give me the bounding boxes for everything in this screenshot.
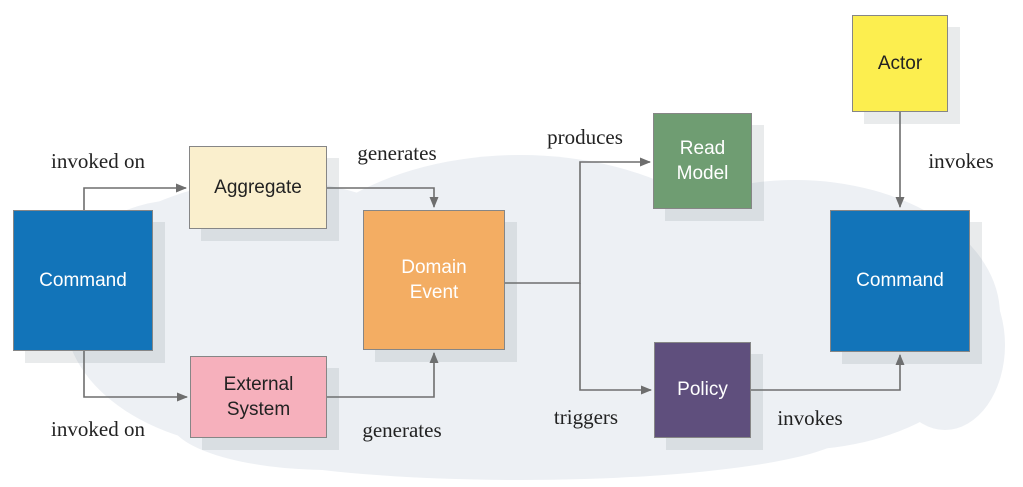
node-policy: Policy xyxy=(654,342,751,438)
edge-domain-event-to-policy xyxy=(579,283,652,395)
node-actor: Actor xyxy=(852,15,948,112)
edge-external-system-to-domain-event xyxy=(327,352,439,398)
node-external-system: External System xyxy=(190,356,327,438)
node-command-right-label: Command xyxy=(856,270,944,292)
edge-label-generates-bottom: generates xyxy=(362,418,442,442)
edge-label-invoked-on-top: invoked on xyxy=(51,149,145,173)
node-actor-label: Actor xyxy=(877,52,923,74)
edge-domain-event-to-read-model xyxy=(505,157,651,284)
edge-command-to-external-system xyxy=(83,351,188,402)
node-aggregate-label: Aggregate xyxy=(214,176,302,198)
node-external-system-label: External System xyxy=(223,373,294,420)
edge-policy-to-command xyxy=(751,354,905,391)
node-read-model-label: Read Model xyxy=(676,137,729,184)
edge-label-invoked-on-bottom: invoked on xyxy=(51,417,145,441)
node-domain-event: Domain Event xyxy=(363,210,505,350)
node-command-right: Command xyxy=(830,210,970,352)
edge-aggregate-to-domain-event xyxy=(327,187,439,208)
edge-label-produces: produces xyxy=(547,125,623,149)
edge-label-triggers: triggers xyxy=(553,405,619,429)
node-policy-label: Policy xyxy=(677,379,728,401)
edge-label-invokes-bottom: invokes xyxy=(777,406,843,430)
edge-command-to-aggregate xyxy=(83,183,187,211)
node-command-left: Command xyxy=(13,210,153,351)
edge-label-generates-top: generates xyxy=(357,141,437,165)
node-domain-event-label: Domain Event xyxy=(401,256,467,303)
edge-label-invokes-top: invokes xyxy=(928,149,994,173)
node-read-model: Read Model xyxy=(653,113,752,209)
node-aggregate: Aggregate xyxy=(189,146,327,229)
node-command-left-label: Command xyxy=(39,269,127,291)
edges xyxy=(83,112,905,402)
